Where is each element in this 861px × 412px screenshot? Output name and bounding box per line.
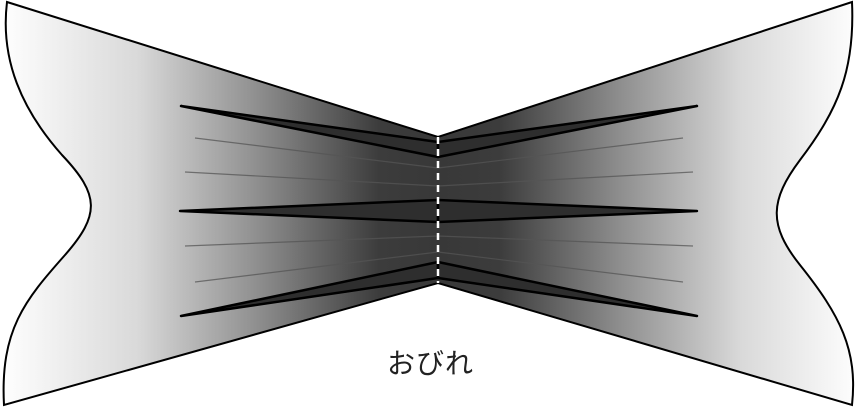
- fin-label: おびれ: [0, 342, 861, 382]
